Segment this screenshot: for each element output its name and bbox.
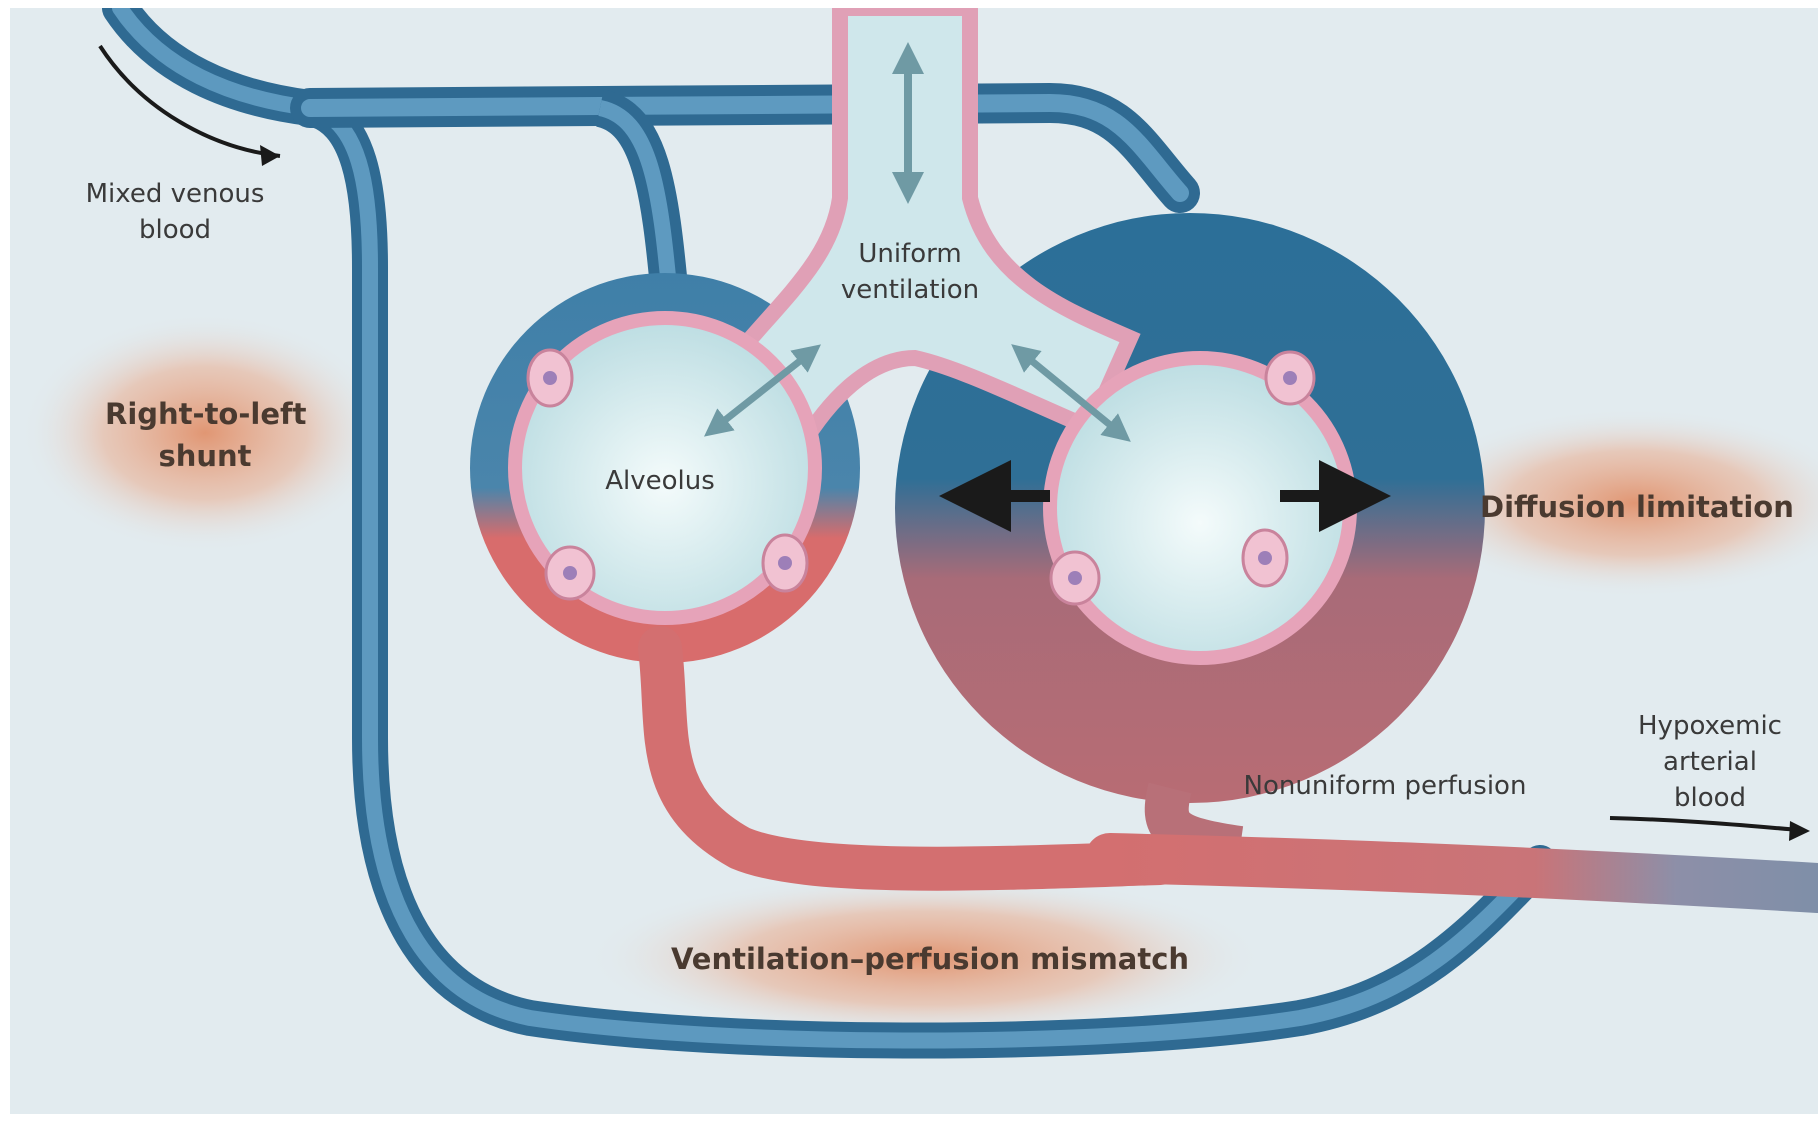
nonuniform-perfusion-label: Nonuniform perfusion — [1230, 768, 1540, 804]
hypoxemic-arterial-blood-label: Hypoxemic arterial blood — [1625, 708, 1795, 816]
shunt-line2: shunt — [105, 435, 305, 477]
ventilation-perfusion-mismatch-label: Ventilation–perfusion mismatch — [660, 938, 1200, 980]
right-to-left-shunt-label: Right-to-left shunt — [105, 393, 305, 477]
mixed-venous-line2: blood — [80, 212, 270, 248]
diagram-figure: Mixed venous blood Right-to-left shunt U… — [10, 8, 1818, 1114]
hypoxemic-line3: blood — [1625, 780, 1795, 816]
outflow-arrow — [1610, 818, 1800, 830]
top-vein — [310, 103, 1180, 193]
alveolus-label: Alveolus — [590, 463, 730, 499]
hypoxemic-line1: Hypoxemic — [1625, 708, 1795, 744]
uniform-line2: ventilation — [830, 272, 990, 308]
uniform-ventilation-label: Uniform ventilation — [830, 236, 990, 308]
arterial-outflow — [1110, 858, 1818, 888]
mixed-venous-line1: Mixed venous — [80, 176, 270, 212]
hypoxemic-line2: arterial — [1625, 744, 1795, 780]
mixed-venous-label: Mixed venous blood — [80, 176, 270, 248]
right-alveolus — [1050, 358, 1350, 658]
uniform-line1: Uniform — [830, 236, 990, 272]
diffusion-limitation-label: Diffusion limitation — [1480, 486, 1790, 528]
shunt-line1: Right-to-left — [105, 393, 305, 435]
